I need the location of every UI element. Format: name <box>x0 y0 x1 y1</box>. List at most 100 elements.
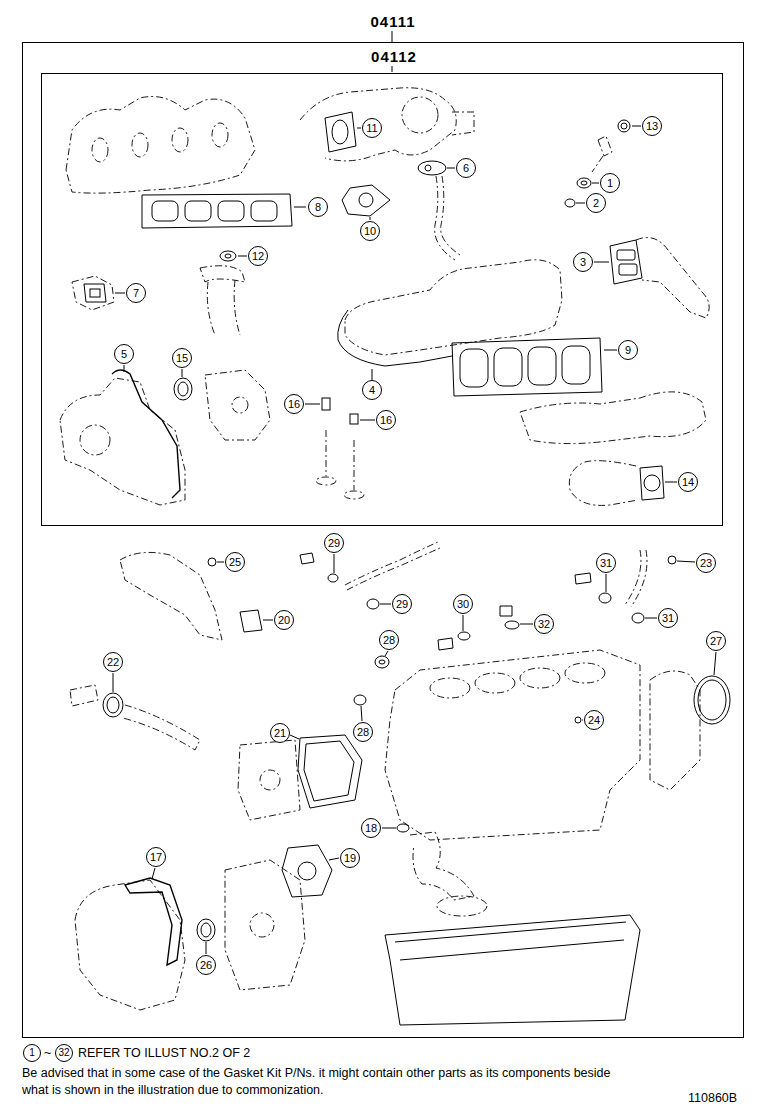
exhaust-manifold <box>212 123 228 147</box>
water-pump-gasket <box>238 735 362 820</box>
small-gasket <box>115 293 125 294</box>
small-parts <box>458 632 470 640</box>
exhaust-gasket-right <box>562 346 590 384</box>
water-pump-gasket <box>290 735 299 739</box>
oil-pan <box>400 940 624 960</box>
callout-number: 14 <box>678 472 698 492</box>
pipe-gasket <box>238 256 247 257</box>
sensor-and-rings <box>618 120 630 132</box>
callout-number: 19 <box>340 848 360 868</box>
union-bolts-and-hose <box>367 599 379 609</box>
small-parts <box>263 620 273 621</box>
rear-oil-seal <box>714 652 716 675</box>
water-outlet <box>619 264 637 275</box>
callout-number: 18 <box>361 818 381 838</box>
sensor-and-rings <box>621 123 627 129</box>
tube-and-rings <box>599 593 611 603</box>
label-text: 110860B <box>688 1090 737 1106</box>
small-parts <box>463 615 464 631</box>
exhaust-gasket-right <box>460 349 488 387</box>
union-bolts-and-hose <box>380 604 391 605</box>
rear-oil-seal <box>698 680 726 720</box>
callout-number: 7 <box>126 283 146 303</box>
front-seal-and-plate <box>201 923 211 937</box>
pipe-gasket <box>200 266 245 282</box>
oil-strainer <box>410 832 474 900</box>
cylinder-block <box>582 720 583 721</box>
cylinder-block <box>375 656 389 668</box>
cylinder-block <box>379 660 385 664</box>
pipe-flange-gasket <box>569 461 677 506</box>
water-outlet <box>594 262 609 263</box>
valve-stem-seals <box>305 404 320 405</box>
cylinder-block <box>565 663 605 683</box>
flange-gasket <box>342 185 390 216</box>
oil-pipe-gasket <box>435 176 455 260</box>
cylinder-block <box>520 668 560 688</box>
callout-number: 28 <box>379 630 399 650</box>
callout-number: 30 <box>453 594 473 614</box>
strainer-gasket <box>329 858 339 860</box>
callout-number: 1 <box>23 1044 41 1062</box>
small-gasket <box>72 276 125 310</box>
callout-number: 20 <box>274 610 294 630</box>
callout-number: 12 <box>248 246 268 266</box>
callout-number: 4 <box>362 380 382 400</box>
exhaust-gasket-right <box>494 348 522 386</box>
cylinder-block <box>575 717 581 723</box>
kit-tick-lines <box>392 31 393 42</box>
oil-seal-and-pump <box>182 369 183 377</box>
valve-stem-seals <box>305 398 375 499</box>
pipe-flange-gasket <box>665 482 677 483</box>
callout-number: 6 <box>456 158 476 178</box>
strainer-gasket <box>298 862 316 880</box>
sensor-and-rings <box>565 120 641 207</box>
intake-pipe <box>217 562 224 563</box>
water-pipe-seal <box>70 685 98 706</box>
callout-number: 5 <box>114 344 134 364</box>
callout-number: 10 <box>360 221 380 241</box>
cylinder-block <box>385 650 640 840</box>
callout-number: 32 <box>55 1044 73 1062</box>
small-parts <box>520 624 533 625</box>
water-outlet <box>617 250 635 260</box>
sensor-and-rings <box>592 156 603 172</box>
strainer-gasket <box>282 845 332 897</box>
turbo-gasket <box>325 112 361 152</box>
rear-oil-seal <box>650 671 700 790</box>
union-bolts-and-hose <box>334 554 335 573</box>
manifold-gasket <box>218 201 244 221</box>
manifold-gasket <box>251 201 277 221</box>
sensor-and-rings <box>577 178 591 188</box>
turbo-gasket <box>325 112 356 152</box>
sensor-and-rings <box>581 181 587 185</box>
callout-number: 15 <box>172 348 192 368</box>
pipe-flange-gasket <box>569 461 638 506</box>
oil-strainer <box>397 824 409 832</box>
pipe-flange-gasket <box>644 475 660 491</box>
pipe-gasket <box>220 251 236 261</box>
exhaust-manifold <box>172 128 188 152</box>
oil-seal-and-pump <box>174 378 192 400</box>
label-text: REFER TO ILLUST NO.2 OF 2 <box>78 1045 250 1061</box>
turbocharger <box>300 88 474 161</box>
turbocharger <box>300 88 456 161</box>
tube-and-rings <box>606 574 607 592</box>
small-gasket <box>84 284 106 302</box>
water-pipe-seal <box>103 693 123 717</box>
kit-part-number: 04111 <box>367 13 418 31</box>
small-parts <box>500 606 512 616</box>
sensor-and-rings <box>632 126 641 127</box>
front-seal-and-plate <box>206 942 207 954</box>
pipe-flange-gasket <box>640 466 664 500</box>
tube-and-rings <box>575 573 591 584</box>
oil-strainer <box>437 896 487 916</box>
callout-number: 28 <box>353 722 373 742</box>
pipe-gasket <box>225 254 231 258</box>
exhaust-gasket-right <box>528 347 556 385</box>
small-parts <box>438 638 453 650</box>
timing-case-gasket <box>75 880 185 1010</box>
timing-case-gasket <box>75 868 185 1010</box>
callout-number: 13 <box>642 116 662 136</box>
